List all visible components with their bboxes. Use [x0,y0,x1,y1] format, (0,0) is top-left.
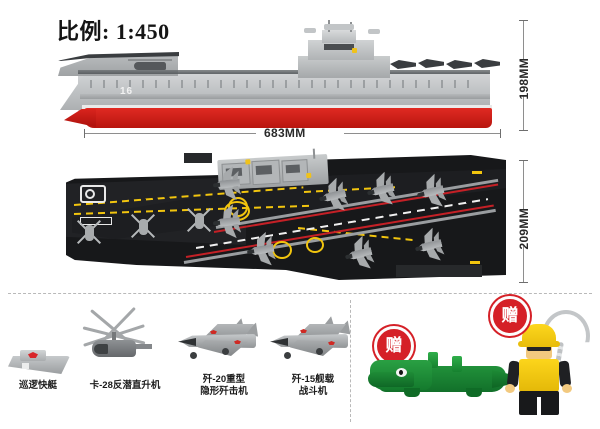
crocodile-model [368,346,518,404]
landing-gear [222,348,229,355]
ka28-model [78,306,154,362]
star-marking [300,329,307,333]
j15-model [268,316,360,364]
helicopter-body [85,225,94,241]
section-divider-vertical [350,300,351,422]
minifigure-hand-left [505,384,515,393]
minifigure-sunglasses [527,346,551,351]
deck-jet [212,206,242,239]
deck-width-dimension-label: 209MM [517,208,531,250]
gift-panel: 赠 赠 [352,296,600,429]
height-dimension-label: 198MM [517,58,531,100]
cockpit-canopy [94,344,108,354]
accessory-label-patrol-boat: 巡逻快艇 [18,380,57,391]
helicopter-body [134,62,166,70]
crocodile-fin [428,352,438,368]
side-hull-red [84,108,492,128]
island-marker [245,159,251,165]
bow-sponson [184,153,212,163]
deck-aircraft [418,59,444,68]
island-mid [308,40,374,60]
minifigure-legs [519,391,559,415]
minifigure-life-vest [519,359,559,392]
crocodile-snout [368,372,414,387]
side-deck-aircraft-row [390,56,510,76]
crocodile-eye [396,368,407,377]
island-marker [352,48,357,53]
island-window [285,164,301,174]
nose-cone [270,338,288,346]
tail-boom [126,344,152,349]
accessories-panel: 巡逻快艇 卡-28反潜直升机 [0,300,348,429]
length-dimension-label: 683MM [264,126,306,140]
gift-seal-text: 赠 [385,335,403,356]
rotor-icon [128,59,172,61]
star-marking [328,341,335,345]
boat-panel [22,363,29,369]
island-base [298,56,390,78]
side-flight-deck-line [78,70,490,74]
side-deck-edge [58,52,179,61]
deck-edge-marker [470,261,480,264]
deck-edge-marker [472,171,482,174]
island-window [255,165,273,175]
jet-blast-marker-icon [306,237,324,253]
section-divider-horizontal [8,293,592,294]
rotor-mast [112,332,116,342]
side-portholes [90,80,480,88]
deck-logo-icon [80,185,106,203]
crocodile-fin [452,356,462,372]
minifigure-keychain [502,310,590,418]
landing-gear [190,352,197,359]
side-hull-band [80,94,490,99]
landing-gear [284,352,291,359]
nose-cone [178,338,196,346]
radar-icon [368,29,380,34]
j20-model [176,316,268,364]
helicopter-body [195,213,204,229]
boat-star-marking [28,352,38,358]
landing-gear [316,348,323,355]
accessory-label-j20: 歼-20重型 隐形歼击机 [200,374,248,397]
side-waterline [82,105,492,109]
radar-icon [304,28,316,33]
aircraft-carrier-top-view [66,148,506,280]
deck-helicopter [184,205,214,235]
deck-helicopter [128,211,158,241]
island-bridge-windows [324,44,354,50]
island-top [322,30,356,43]
deck-jet [212,168,242,201]
deck-aircraft [446,60,472,69]
crocodile-foot [404,388,420,397]
minifigure-hand-right [562,384,572,393]
mast-icon [312,148,316,159]
gift-seal-text: 赠 [501,305,519,326]
deck-helicopter [74,217,104,247]
deck-aircraft [474,59,500,68]
star-marking [210,330,217,334]
accessory-label-ka28: 卡-28反潜直升机 [89,380,161,391]
island-marker [306,172,312,179]
patrol-boat-model [8,346,70,376]
helicopter-body [139,219,148,235]
page-title: 比例: 1:450 [57,19,170,44]
deck-jet [246,233,277,267]
crocodile-foot [466,388,482,397]
accessory-label-j15: 歼-15舰载 战斗机 [291,374,335,397]
stern-sponson [396,265,482,277]
aircraft-carrier-side-view: 16 [58,20,500,130]
deck-aircraft [390,60,416,69]
side-island-superstructure [298,20,390,78]
radar-icon [324,24,354,30]
hull-number-label: 16 [120,86,134,97]
star-marking [234,340,241,344]
minifigure-helmet [522,324,556,346]
gift-seal-badge-minifigure: 赠 [490,296,530,336]
side-deck-helicopter [128,56,172,72]
